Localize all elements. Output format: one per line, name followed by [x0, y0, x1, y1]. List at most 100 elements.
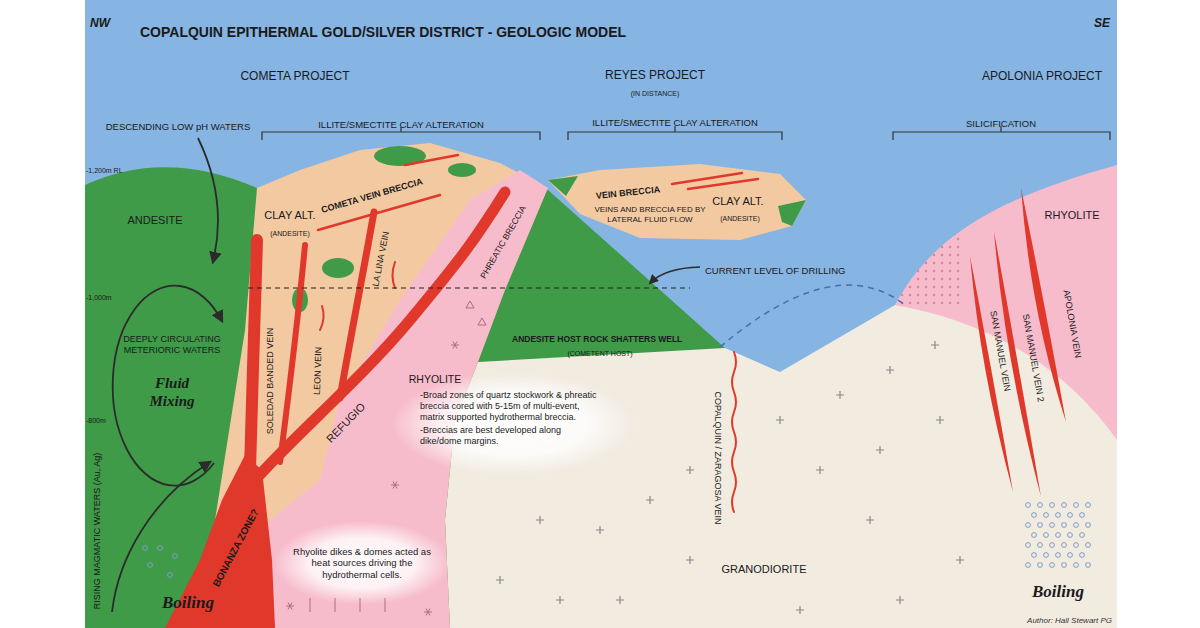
boiling-bubble	[1044, 533, 1049, 538]
rhyolite-symbol	[424, 609, 432, 616]
note-text: Rhyolite dikes & domes acted as heat sou…	[292, 546, 432, 580]
sky	[85, 0, 1117, 628]
projected-contact	[720, 285, 905, 347]
silica-dot	[949, 254, 952, 257]
silica-dot	[933, 270, 936, 273]
flow-arrow	[113, 286, 222, 486]
alteration-label: ILLITE/SMECTITE CLAY ALTERATION	[318, 119, 484, 130]
silica-dot	[933, 262, 936, 265]
silica-dot	[925, 270, 928, 273]
leader-label: CURRENT LEVEL OF DRILLING	[705, 265, 845, 276]
granodiorite-symbol	[876, 446, 884, 454]
granodiorite-symbol	[556, 596, 564, 604]
note-text: -Breccias are best developed along dike/…	[420, 425, 605, 447]
silica-dot	[925, 294, 928, 297]
boiling-bubble	[1038, 563, 1043, 568]
boiling-bubble	[1086, 503, 1091, 508]
granodiorite-symbol	[596, 526, 604, 534]
reyes-block	[548, 164, 806, 240]
granodiorite-symbol	[956, 556, 964, 564]
silica-dot	[917, 286, 920, 289]
silica-dot	[925, 262, 928, 265]
vein	[250, 240, 257, 470]
depth-label: -1,000m	[86, 294, 112, 302]
vein-label: SOLEDAD BANDED VEIN	[265, 328, 276, 435]
granodiorite-symbol	[646, 496, 654, 504]
silica-dot	[949, 286, 952, 289]
boiling-bubble	[1080, 533, 1085, 538]
silica-dot	[949, 302, 952, 305]
vein	[970, 256, 1013, 492]
silica-dot	[957, 262, 960, 265]
boiling-bubble	[1068, 553, 1073, 558]
silica-dot	[925, 286, 928, 289]
rock-label: RHYOLITE	[1044, 209, 1099, 222]
boiling-bubble	[1074, 543, 1079, 548]
silica-dot	[933, 286, 936, 289]
andesite-remnant	[548, 176, 578, 196]
silica-dot	[933, 294, 936, 297]
rock-label: (ANDESITE)	[270, 230, 310, 238]
silica-dot	[949, 294, 952, 297]
fluid-label: RISING MAGMATIC WATERS (Au, Ag)	[92, 453, 103, 609]
diagram-title: COPALQUIN EPITHERMAL GOLD/SILVER DISTRIC…	[140, 24, 626, 41]
boiling-bubble	[1050, 543, 1055, 548]
boiling-bubble	[158, 546, 163, 551]
boiling-bubble	[173, 554, 178, 559]
leader-arrow	[650, 267, 700, 283]
project-note: (IN DISTANCE)	[631, 90, 679, 98]
flow-arrow	[198, 138, 218, 262]
silica-dot	[949, 262, 952, 265]
text-glow	[274, 521, 450, 605]
silica-dot	[941, 246, 944, 249]
boiling-bubble	[1050, 503, 1055, 508]
process-label: Boiling	[162, 593, 214, 613]
silica-dot	[917, 294, 920, 297]
granodiorite-symbol	[536, 516, 544, 524]
boiling-bubble	[1044, 553, 1049, 558]
boiling-bubble	[1026, 503, 1031, 508]
boiling-bubble	[1032, 553, 1037, 558]
granodiorite-symbol	[686, 556, 694, 564]
boiling-bubble	[1068, 513, 1073, 518]
alteration-label: SILICIFICATION	[966, 118, 1036, 129]
granodiorite-symbol	[616, 596, 624, 604]
silica-dot	[917, 270, 920, 273]
granodiorite-symbol	[816, 466, 824, 474]
boiling-bubble	[1038, 503, 1043, 508]
boiling-bubble	[1086, 523, 1091, 528]
project-name: REYES PROJECT	[605, 68, 705, 82]
breccia-symbol	[478, 318, 486, 325]
dike-symbol	[360, 598, 361, 612]
veins	[250, 155, 758, 512]
vein	[732, 352, 736, 512]
boiling-bubble	[143, 546, 148, 551]
boiling-bubble	[1032, 533, 1037, 538]
granodiorite-symbol	[866, 516, 874, 524]
boiling-bubble	[1056, 553, 1061, 558]
boiling-bubble	[1080, 513, 1085, 518]
text-glow	[392, 372, 636, 476]
andesite-remnant	[448, 163, 476, 177]
silica-dot	[949, 278, 952, 281]
rhyolite-symbol	[451, 342, 459, 349]
andesite-remnant	[322, 258, 354, 278]
silica-dot	[957, 302, 960, 305]
silica-dot	[909, 294, 912, 297]
dike-symbol	[385, 598, 386, 612]
silica-dot	[933, 302, 936, 305]
silica-dot	[941, 262, 944, 265]
granodiorite-symbol	[936, 416, 944, 424]
silica-dot	[941, 254, 944, 257]
silica-dot	[925, 278, 928, 281]
silica-dot	[909, 302, 912, 305]
project-name: APOLONIA PROJECT	[982, 69, 1102, 83]
alteration-label: CLAY ALT.	[712, 195, 763, 208]
silica-dot	[949, 246, 952, 249]
silica-dot	[917, 278, 920, 281]
vein-label: COPALQUIN / ZARAGOSA VEIN	[713, 392, 724, 525]
silica-dot	[957, 278, 960, 281]
vein-breccia	[405, 155, 458, 165]
boiling-bubble	[1050, 523, 1055, 528]
silica-dot	[957, 286, 960, 289]
